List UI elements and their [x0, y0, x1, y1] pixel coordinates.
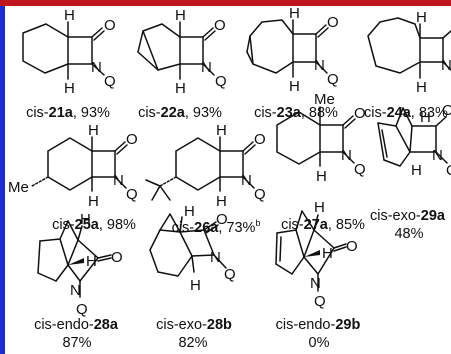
top-color-band [0, 0, 451, 6]
label-28a: cis-endo-28a [34, 317, 118, 333]
atom-o: O [442, 102, 451, 119]
atom-o: O [327, 14, 339, 31]
atom-h: H [316, 168, 327, 185]
yield-29b: 0% [308, 335, 330, 351]
atom-q: Q [76, 301, 88, 318]
structure-22a: H O N Q H [137, 7, 227, 97]
atom-o: O [104, 17, 116, 34]
atom-o: O [216, 211, 228, 228]
label-27a: cis-27a, 85% [281, 217, 365, 233]
atom-h: H [175, 7, 186, 24]
structure-26a: H O N Q H [145, 122, 266, 210]
atom-q: Q [224, 266, 236, 283]
label-25a: cis-25a, 98% [52, 217, 136, 233]
atom-o: O [354, 105, 366, 122]
atom-h: H [314, 199, 325, 216]
atom-n: N [113, 172, 124, 189]
atom-h: H [86, 253, 97, 270]
atom-n: N [201, 59, 212, 76]
atom-o: O [111, 249, 123, 266]
atom-h: H [80, 211, 91, 228]
structure-25a: H O N Q H Me [8, 122, 138, 210]
atom-n: N [441, 57, 451, 74]
atom-o: O [346, 238, 358, 255]
structure-24a: H N H [367, 9, 451, 96]
atom-n: N [91, 59, 102, 76]
label-21a: cis-21a, 93% [26, 105, 110, 121]
atom-q: Q [254, 186, 266, 203]
label-29b: cis-endo-29b [275, 317, 361, 333]
atom-h: H [64, 7, 75, 24]
atom-o: O [214, 17, 226, 34]
atom-o: O [126, 131, 138, 148]
atom-h: H [216, 193, 227, 210]
structure-28a: H H O N Q [37, 211, 123, 318]
atom-n: N [314, 57, 325, 74]
atom-h: H [411, 162, 422, 179]
atom-h: H [88, 122, 99, 139]
atom-h: H [88, 193, 99, 210]
atom-o: O [254, 131, 266, 148]
atom-h: H [416, 79, 427, 96]
atom-h: H [322, 245, 333, 262]
atom-h: H [289, 5, 300, 22]
structure-29b: H H O N Q [275, 199, 358, 310]
atom-me: Me [314, 91, 335, 108]
atom-n: N [432, 147, 443, 164]
yield-29a: 48% [394, 226, 424, 242]
label-22a: cis-22a, 93% [138, 105, 222, 121]
atom-q: Q [126, 186, 138, 203]
label-26a: cis-26a, 73%b [171, 218, 261, 236]
atom-n: N [70, 282, 81, 299]
atom-h: H [420, 109, 431, 126]
atom-me: Me [8, 179, 29, 196]
atom-h: H [184, 203, 195, 220]
structure-28b: H O N Q H [149, 203, 236, 294]
atom-q: Q [314, 293, 326, 310]
atom-n: N [341, 147, 352, 164]
label-23a: cis-23a, 88% [254, 105, 338, 121]
atom-q: Q [104, 73, 116, 90]
structure-21a: H O N Q H [22, 7, 116, 97]
atom-h: H [289, 78, 300, 95]
structure-29a: H O N Q H [377, 102, 451, 179]
atom-h: H [216, 122, 227, 139]
label-24a: cis-24a, 83% [364, 105, 448, 121]
atom-n: N [241, 172, 252, 189]
yield-28a: 87% [62, 335, 92, 351]
atom-n: N [310, 275, 321, 292]
footnote-b: b [255, 218, 261, 228]
atom-h: H [190, 277, 201, 294]
label-28b: cis-exo-28b [156, 317, 232, 333]
atom-h: H [64, 80, 75, 97]
atom-q: Q [354, 161, 366, 178]
atom-q: Q [446, 162, 451, 179]
atom-q: Q [215, 73, 227, 90]
atom-n: N [210, 249, 221, 266]
yield-28b: 82% [178, 335, 208, 351]
structure-23a: H O N Q H [246, 5, 339, 95]
left-color-bar [0, 6, 5, 354]
structure-27a: Me O N Q H [276, 91, 366, 185]
atom-h: H [175, 80, 186, 97]
atom-q: Q [327, 71, 339, 88]
label-29a: cis-exo-29a [370, 208, 445, 224]
atom-h: H [416, 9, 427, 26]
